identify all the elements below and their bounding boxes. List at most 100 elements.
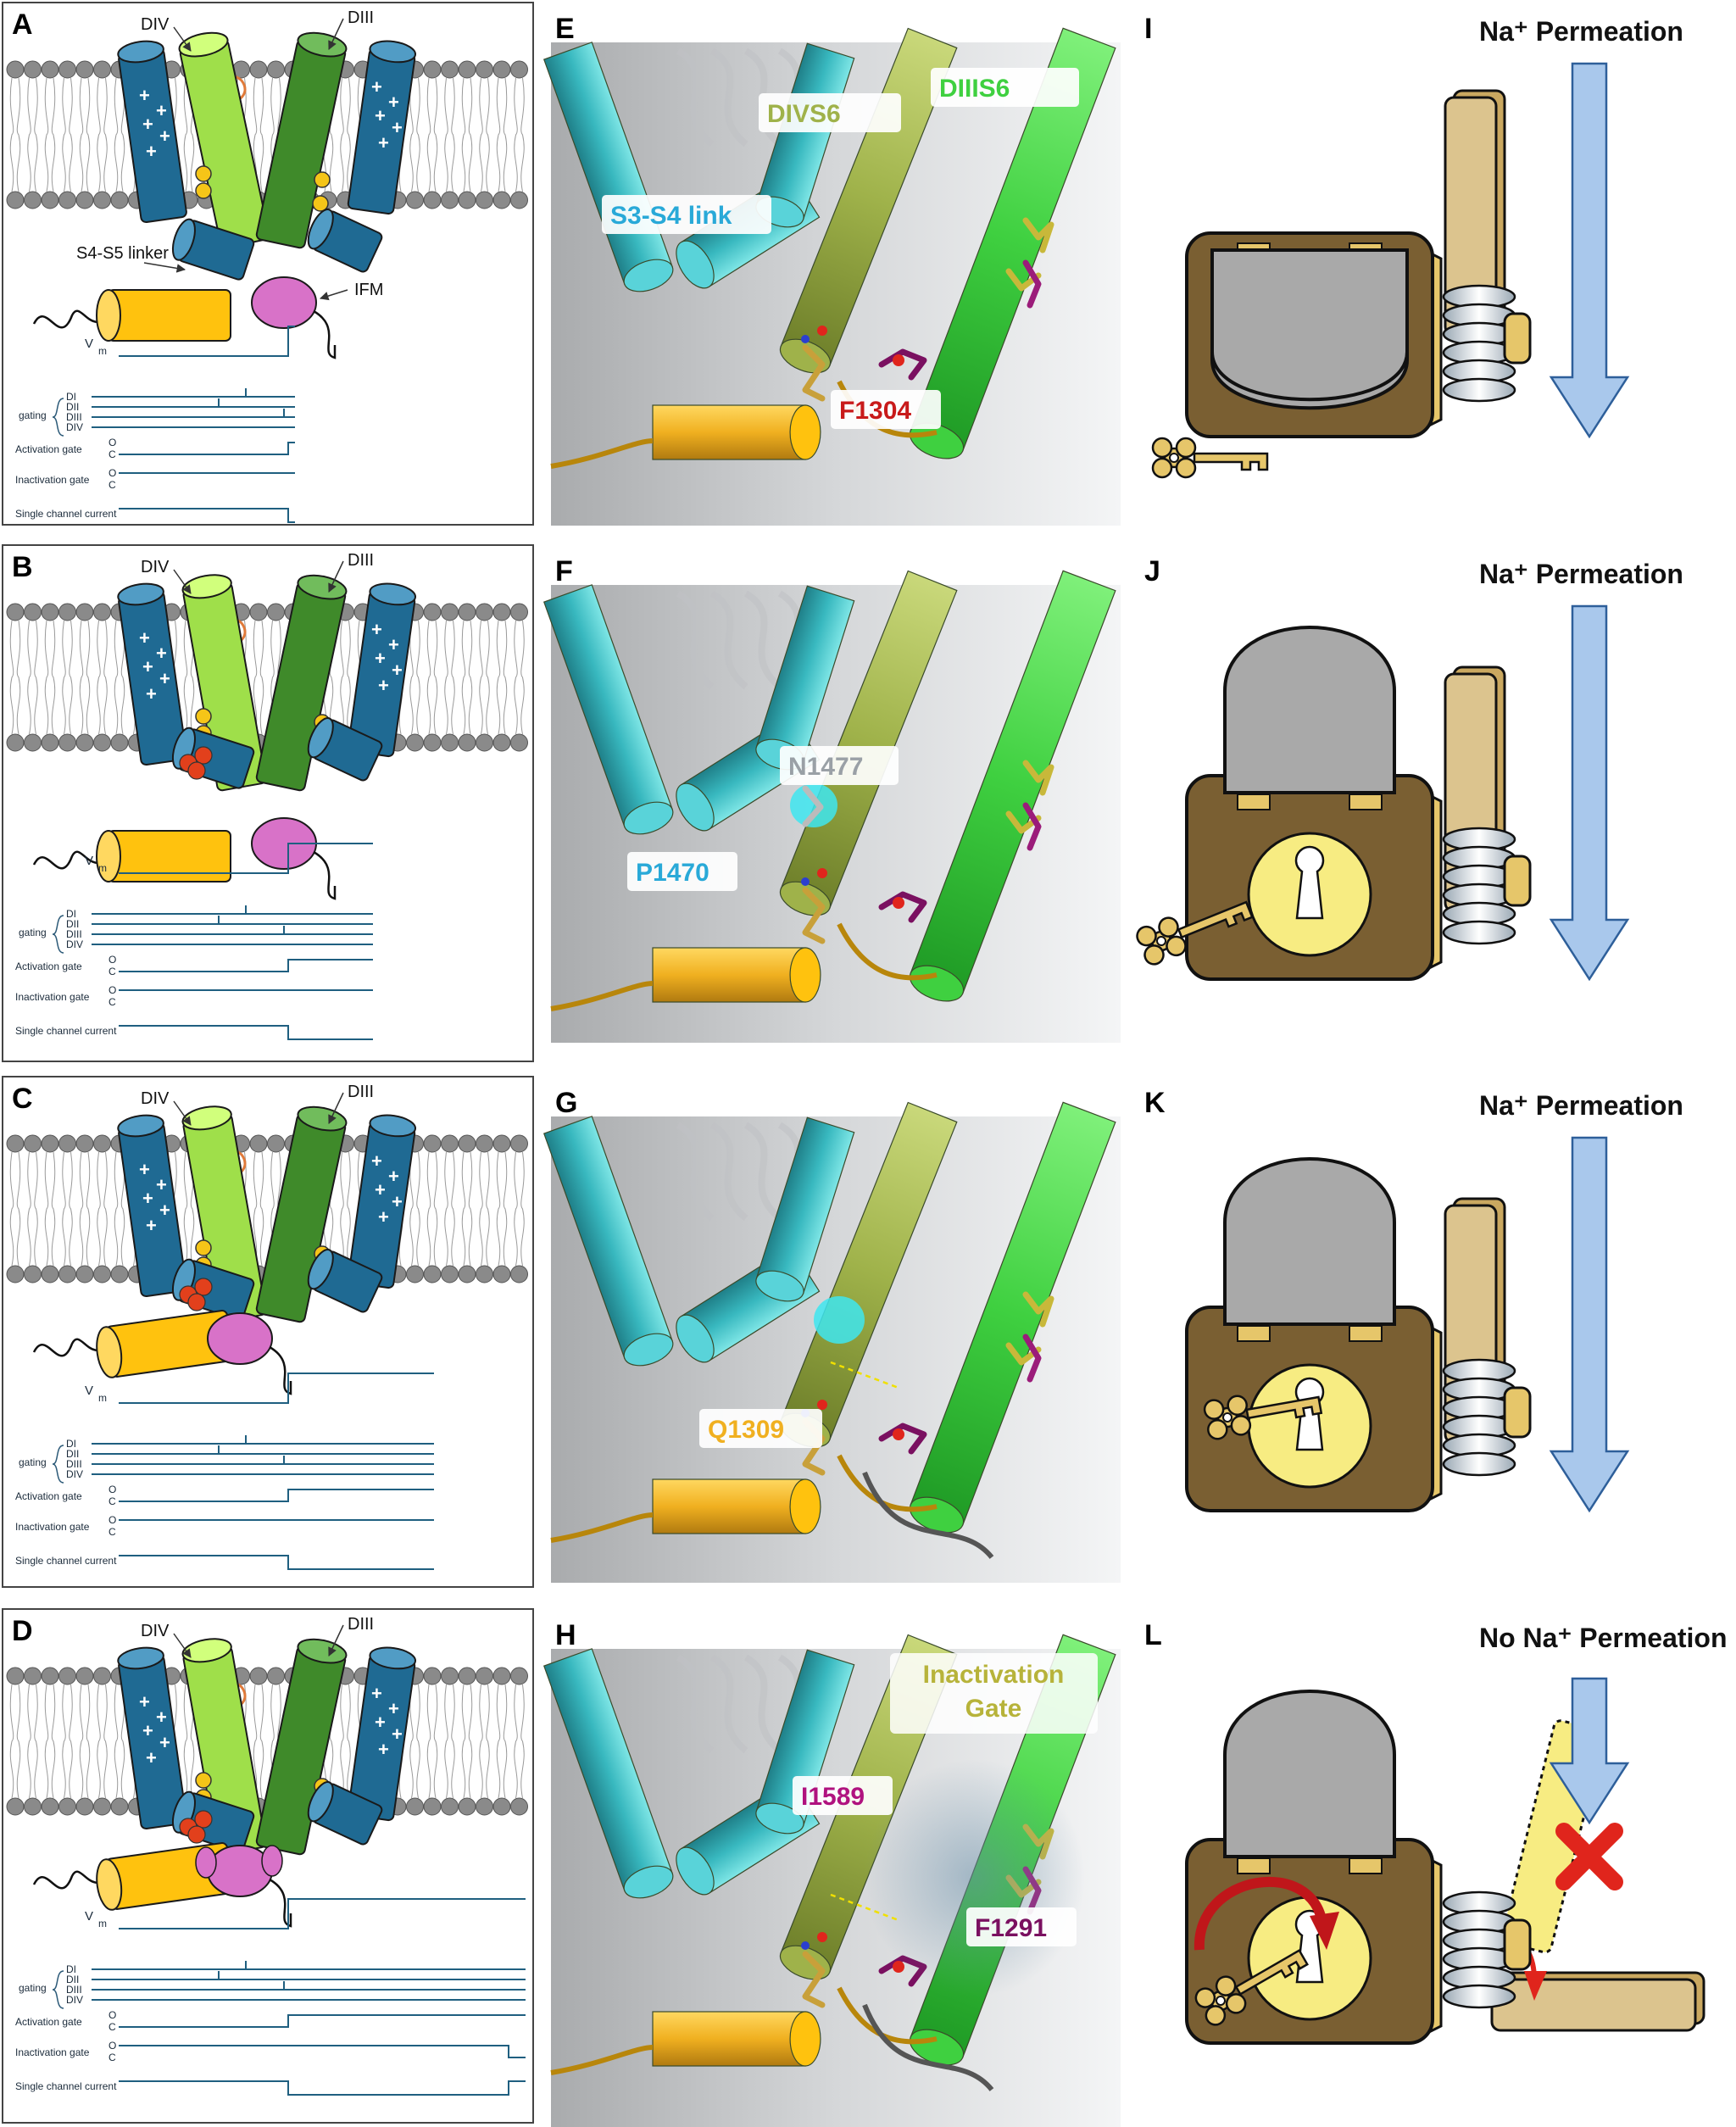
c-label: C: [108, 966, 116, 977]
permeation-title: No Na⁺ Permeation: [1479, 1623, 1728, 1653]
vm-trace: [119, 326, 295, 357]
background-helix: [709, 47, 748, 148]
activation-trace: [119, 2014, 526, 2028]
c-label: C: [108, 2021, 116, 2033]
vm-subscript: m: [98, 1392, 107, 1404]
lipid-head: [75, 191, 94, 209]
f1304-label: F1304: [839, 397, 911, 425]
lipid-head: [441, 1797, 459, 1816]
inactivation-linker-helix: [96, 1310, 234, 1378]
positive-charge: +: [146, 1215, 157, 1236]
domain-trace-label: DI: [66, 1438, 76, 1450]
key-turn-arrowhead: [1310, 1912, 1339, 1950]
gating-label: gating: [19, 409, 47, 421]
o-label: O: [108, 437, 116, 448]
diiis6-label: DIIIS6: [939, 75, 1010, 103]
diii-arrow: [328, 1092, 344, 1124]
lipid-head: [492, 1265, 511, 1283]
lipid-head: [75, 1134, 94, 1153]
positive-charge: +: [375, 105, 386, 126]
n-terminal-strand: [32, 309, 111, 329]
linker-helix: [652, 1478, 821, 1534]
diii-arrow: [328, 1624, 344, 1656]
lipid-head: [75, 1265, 94, 1283]
lipid-head: [458, 733, 476, 752]
positive-charge: +: [139, 627, 150, 649]
cyan-highlight: [790, 783, 837, 827]
lipid-head: [441, 191, 459, 209]
teal-upper-helix: [755, 1649, 855, 1835]
lipid-head: [476, 603, 493, 621]
positive-charge: +: [375, 1179, 386, 1200]
ifm-contact: [261, 1845, 283, 1877]
div-arrow: [173, 1100, 192, 1126]
lipid-head: [24, 1667, 42, 1685]
domain-trace-label: DI: [66, 391, 76, 403]
s4-s5-linker-diii: [307, 1781, 383, 1846]
lipid-head: [58, 603, 76, 621]
lipid-head: [476, 733, 493, 752]
domain-trace-label: DII: [66, 1974, 79, 1985]
lipid-head: [510, 60, 528, 79]
o-label: O: [108, 467, 116, 479]
lipid-head: [6, 603, 25, 621]
lipid-head: [267, 603, 285, 621]
activation-gate-label: Activation gate: [15, 2016, 82, 2028]
lipid-head: [476, 191, 493, 209]
n-terminal-strand: [32, 1870, 111, 1890]
div-arrow: [173, 26, 192, 52]
positive-charge: +: [142, 114, 153, 135]
lipid-head: [6, 1265, 25, 1283]
lipid-head: [58, 191, 76, 209]
panel-letter: J: [1144, 555, 1160, 587]
sidechain-magenta: [1022, 259, 1042, 309]
div-arrow: [173, 1633, 192, 1658]
domain-trace-label: DI: [66, 908, 76, 920]
domain-trace-label: DIII: [66, 1984, 82, 1996]
oxygen-atom: [817, 868, 827, 878]
linker-strand: [550, 438, 654, 469]
positive-charge: +: [142, 1188, 153, 1209]
lock-spring: [1442, 377, 1516, 403]
inactivation-linker-helix: [96, 289, 231, 342]
panel-letter: C: [12, 1083, 33, 1115]
key-icon: [1203, 1395, 1323, 1440]
domain-trace-label: DIV: [66, 1468, 83, 1480]
c-terminal-strand: [269, 1345, 292, 1395]
panel-letter: B: [12, 551, 33, 583]
current-trace: [119, 508, 295, 523]
positive-charge: +: [392, 1723, 403, 1745]
shackle-slot: [1237, 1857, 1271, 1874]
lipid-head: [75, 1667, 94, 1685]
diii-s6-helix: [909, 570, 1116, 1002]
lipid-head: [510, 1265, 528, 1283]
lipid-head: [110, 1265, 129, 1283]
lipid-head: [476, 1797, 493, 1816]
n1477-label-bg: [780, 746, 899, 785]
p1470-label-bg: [627, 852, 737, 891]
c-label: C: [108, 2052, 116, 2063]
single-channel-current-label: Single channel current: [15, 508, 117, 520]
lipid-head: [110, 1797, 129, 1816]
oxygen-atom: [893, 354, 904, 366]
div-s6-helix: [178, 31, 270, 249]
hydrophobic-residue: [314, 171, 331, 188]
lock-shackle-inner: [1210, 248, 1409, 402]
div-label: DIV: [141, 558, 170, 576]
lipid-head: [492, 191, 511, 209]
ifm-motif: [207, 1845, 273, 1897]
lipid-head: [58, 1265, 76, 1283]
q1309-label-bg: [699, 1409, 822, 1448]
gating-brace: [52, 915, 64, 954]
lipid-head: [75, 733, 94, 752]
positive-charge: +: [156, 1174, 167, 1195]
lipid-head: [423, 1797, 442, 1816]
positive-charge: +: [146, 1747, 157, 1768]
key-icon: [1194, 1948, 1309, 2026]
vm-trace: [119, 1373, 434, 1404]
o-label: O: [108, 2040, 116, 2052]
c-label: C: [108, 1526, 116, 1538]
hbond: [830, 1361, 899, 1389]
